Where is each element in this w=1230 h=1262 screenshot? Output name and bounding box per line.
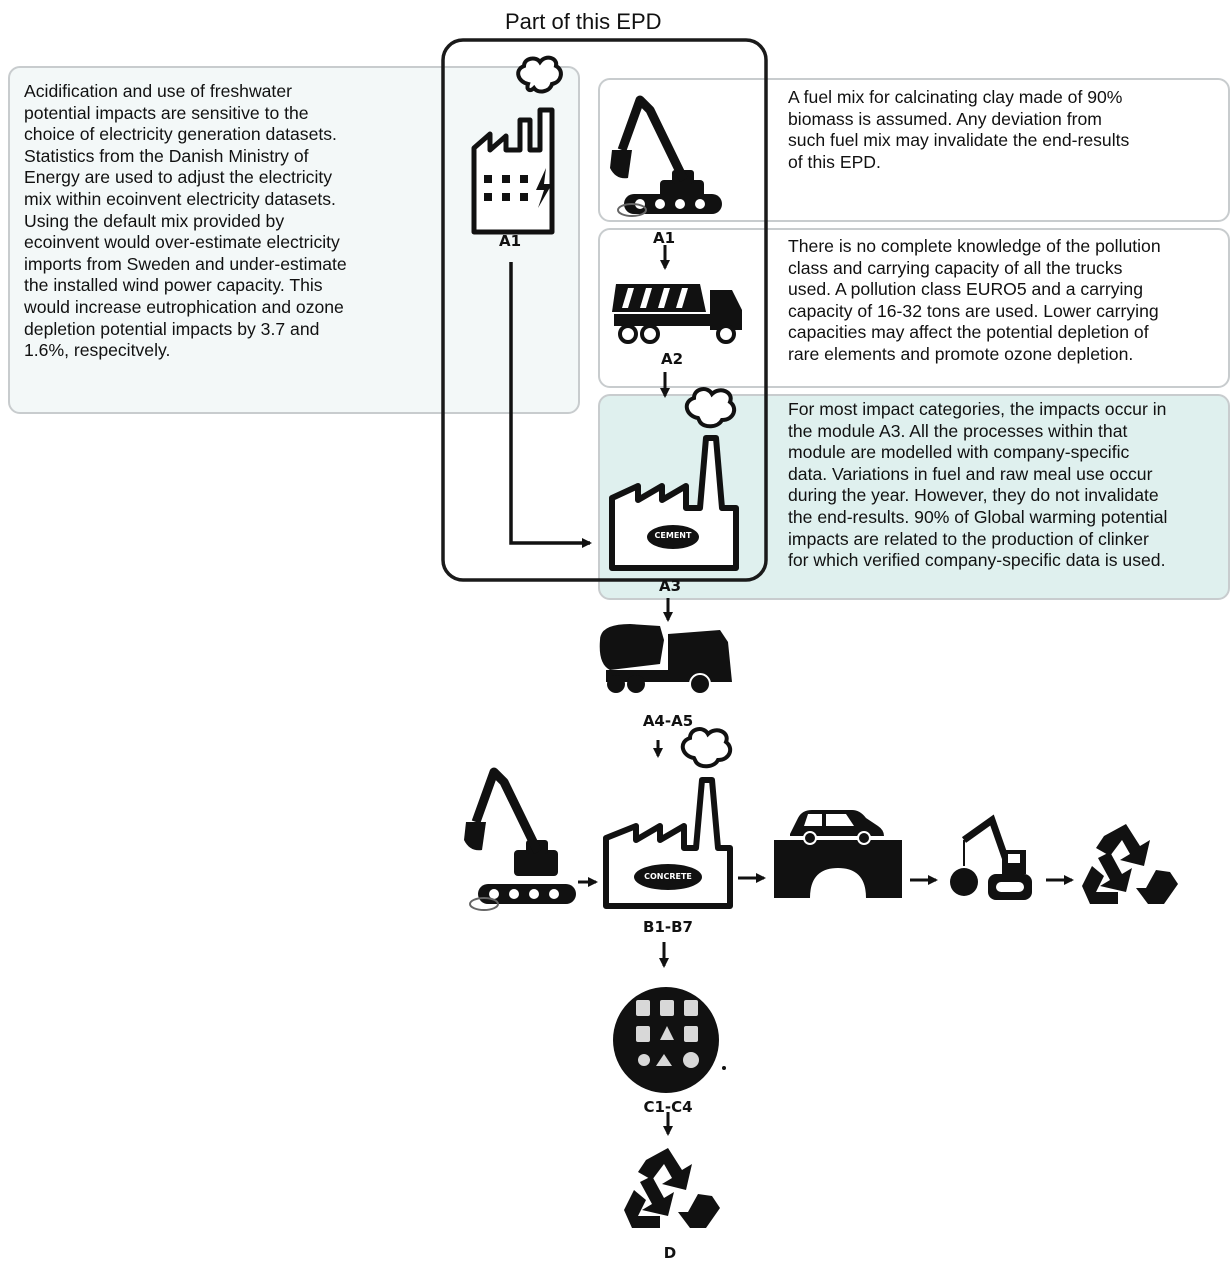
cement-factory-icon bbox=[609, 387, 739, 571]
factory-power-icon bbox=[471, 55, 563, 235]
label-a3: A3 bbox=[658, 577, 682, 595]
arrow-a1-to-a3 bbox=[509, 262, 592, 548]
cement-badge: CEMENT bbox=[654, 531, 692, 540]
recycle-d-icon bbox=[624, 1148, 720, 1228]
bridge-car-icon bbox=[774, 810, 902, 898]
label-b1b7: B1-B7 bbox=[643, 918, 693, 936]
label-c1c4: C1-C4 bbox=[643, 1098, 693, 1116]
excavator-b-icon bbox=[464, 767, 576, 911]
concrete-badge: CONCRETE bbox=[644, 872, 692, 881]
label-a1-factory: A1 bbox=[498, 232, 522, 250]
epd-boundary-box bbox=[441, 38, 768, 582]
demolition-crane-icon bbox=[950, 814, 1032, 900]
label-a4a5: A4-A5 bbox=[642, 712, 694, 730]
label-a2: A2 bbox=[660, 350, 684, 368]
concrete-factory-icon bbox=[603, 727, 733, 909]
recycle-b-icon bbox=[1082, 824, 1178, 904]
a3-note-text: For most impact categories, the impacts … bbox=[788, 399, 1168, 571]
mixer-truck-icon bbox=[599, 624, 732, 695]
fuel-mix-note-text: A fuel mix for calcinating clay made of … bbox=[788, 87, 1130, 172]
excavator-icon bbox=[610, 95, 722, 217]
electricity-note-text: Acidification and use of freshwater pote… bbox=[24, 81, 347, 361]
truck-note-text: There is no complete knowledge of the po… bbox=[788, 236, 1161, 364]
epd-boundary-title: Part of this EPD bbox=[505, 9, 662, 34]
dump-truck-icon bbox=[612, 284, 742, 344]
waste-handling-icon bbox=[613, 987, 726, 1093]
electricity-note-panel bbox=[8, 66, 580, 414]
label-a1-truck: A1 bbox=[652, 229, 676, 247]
label-d: D bbox=[663, 1244, 677, 1262]
